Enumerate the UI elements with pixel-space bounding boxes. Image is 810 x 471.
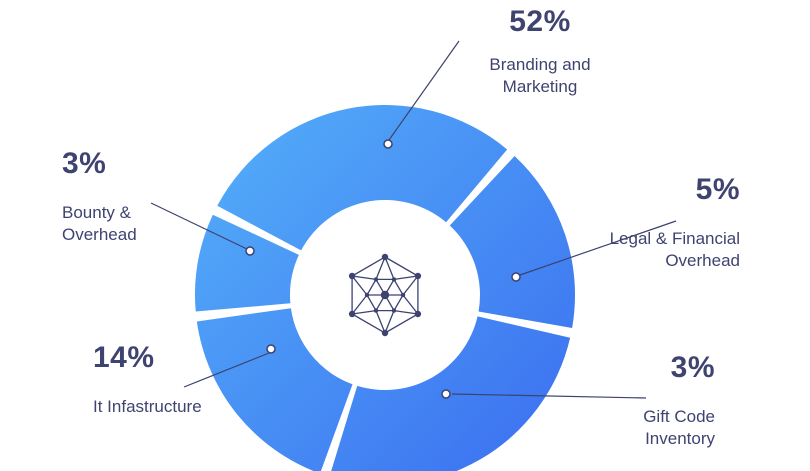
segment-name: It Infastructure	[93, 397, 202, 416]
callout-it-infastructure: 14% It Infastructure	[93, 340, 202, 418]
leader-marker-branding	[383, 139, 393, 149]
segment-name: Bounty & Overhead	[62, 203, 137, 245]
leader-marker-gift	[441, 389, 451, 399]
donut-segment-legal	[449, 156, 575, 328]
leader-line-gift	[451, 393, 647, 399]
donut-segment-branding	[217, 105, 508, 251]
percent-value: 3%	[670, 351, 715, 384]
percent-value: 5%	[695, 173, 740, 206]
callout-bounty-overhead: 3% Bounty & Overhead	[62, 146, 137, 247]
percent-value: 52%	[509, 5, 571, 38]
callout-legal-financial-overhead: 5% Legal & Financial Overhead	[610, 172, 740, 273]
leader-line-infra	[183, 350, 275, 388]
leader-line-branding	[388, 40, 460, 141]
leader-line-legal	[519, 220, 677, 276]
donut-segment-bounty	[195, 214, 299, 312]
leader-marker-bounty	[245, 246, 255, 256]
segment-name: Branding and Marketing	[489, 55, 591, 97]
leader-line-bounty	[150, 202, 248, 250]
blockchain-network-icon	[348, 253, 422, 337]
leader-marker-infra	[266, 344, 276, 354]
percent-value: 3%	[62, 147, 107, 180]
percent-value: 14%	[93, 341, 155, 374]
leader-marker-legal	[511, 272, 521, 282]
segment-name: Gift Code Inventory	[643, 407, 715, 449]
segment-name: Legal & Financial Overhead	[609, 229, 740, 271]
donut-segment-infra	[196, 308, 353, 471]
callout-gift-code-inventory: 3% Gift Code Inventory	[643, 350, 715, 451]
callout-branding-and-marketing: 52% Branding and Marketing	[455, 4, 625, 99]
